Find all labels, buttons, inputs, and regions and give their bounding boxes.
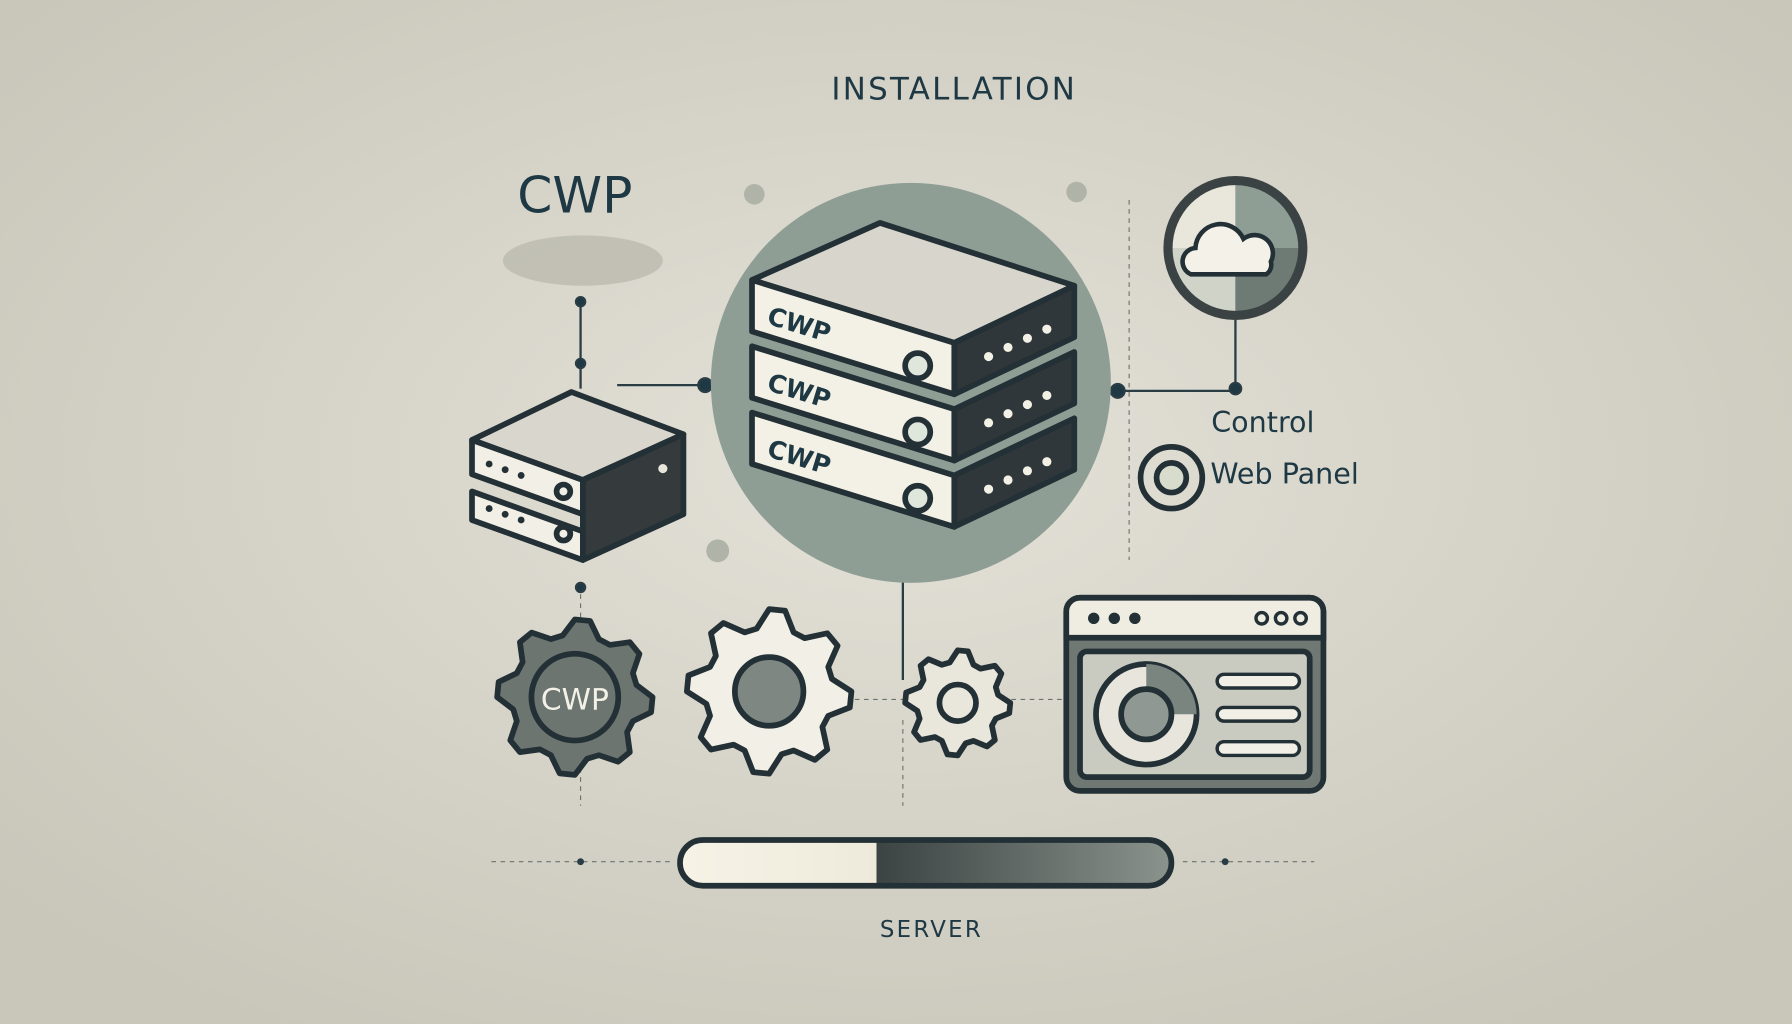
server-unit: CWP [749, 219, 1078, 398]
server-unit: CWP [749, 409, 1078, 530]
blur-shadow [502, 235, 663, 286]
title: INSTALLATION [831, 71, 1077, 107]
cloud-icon [1163, 176, 1308, 320]
target-icon [1137, 443, 1206, 512]
installation-progress-bar [677, 837, 1175, 889]
server-icon [469, 389, 687, 563]
cwp-gear-icon [494, 616, 656, 778]
server-unit: CWP [749, 343, 1078, 464]
small-gear-icon [902, 647, 1014, 759]
footer-label: SERVER [880, 917, 983, 943]
gauge-icon [1093, 661, 1200, 768]
control-label: Control [1211, 405, 1314, 439]
gear-icon [683, 606, 855, 777]
web-panel-label: Web Panel [1210, 456, 1358, 490]
gear-label: CWP [541, 683, 609, 718]
browser-window-icon [1063, 594, 1327, 794]
connectors [574, 296, 1243, 680]
brand-label: CWP [517, 166, 632, 225]
